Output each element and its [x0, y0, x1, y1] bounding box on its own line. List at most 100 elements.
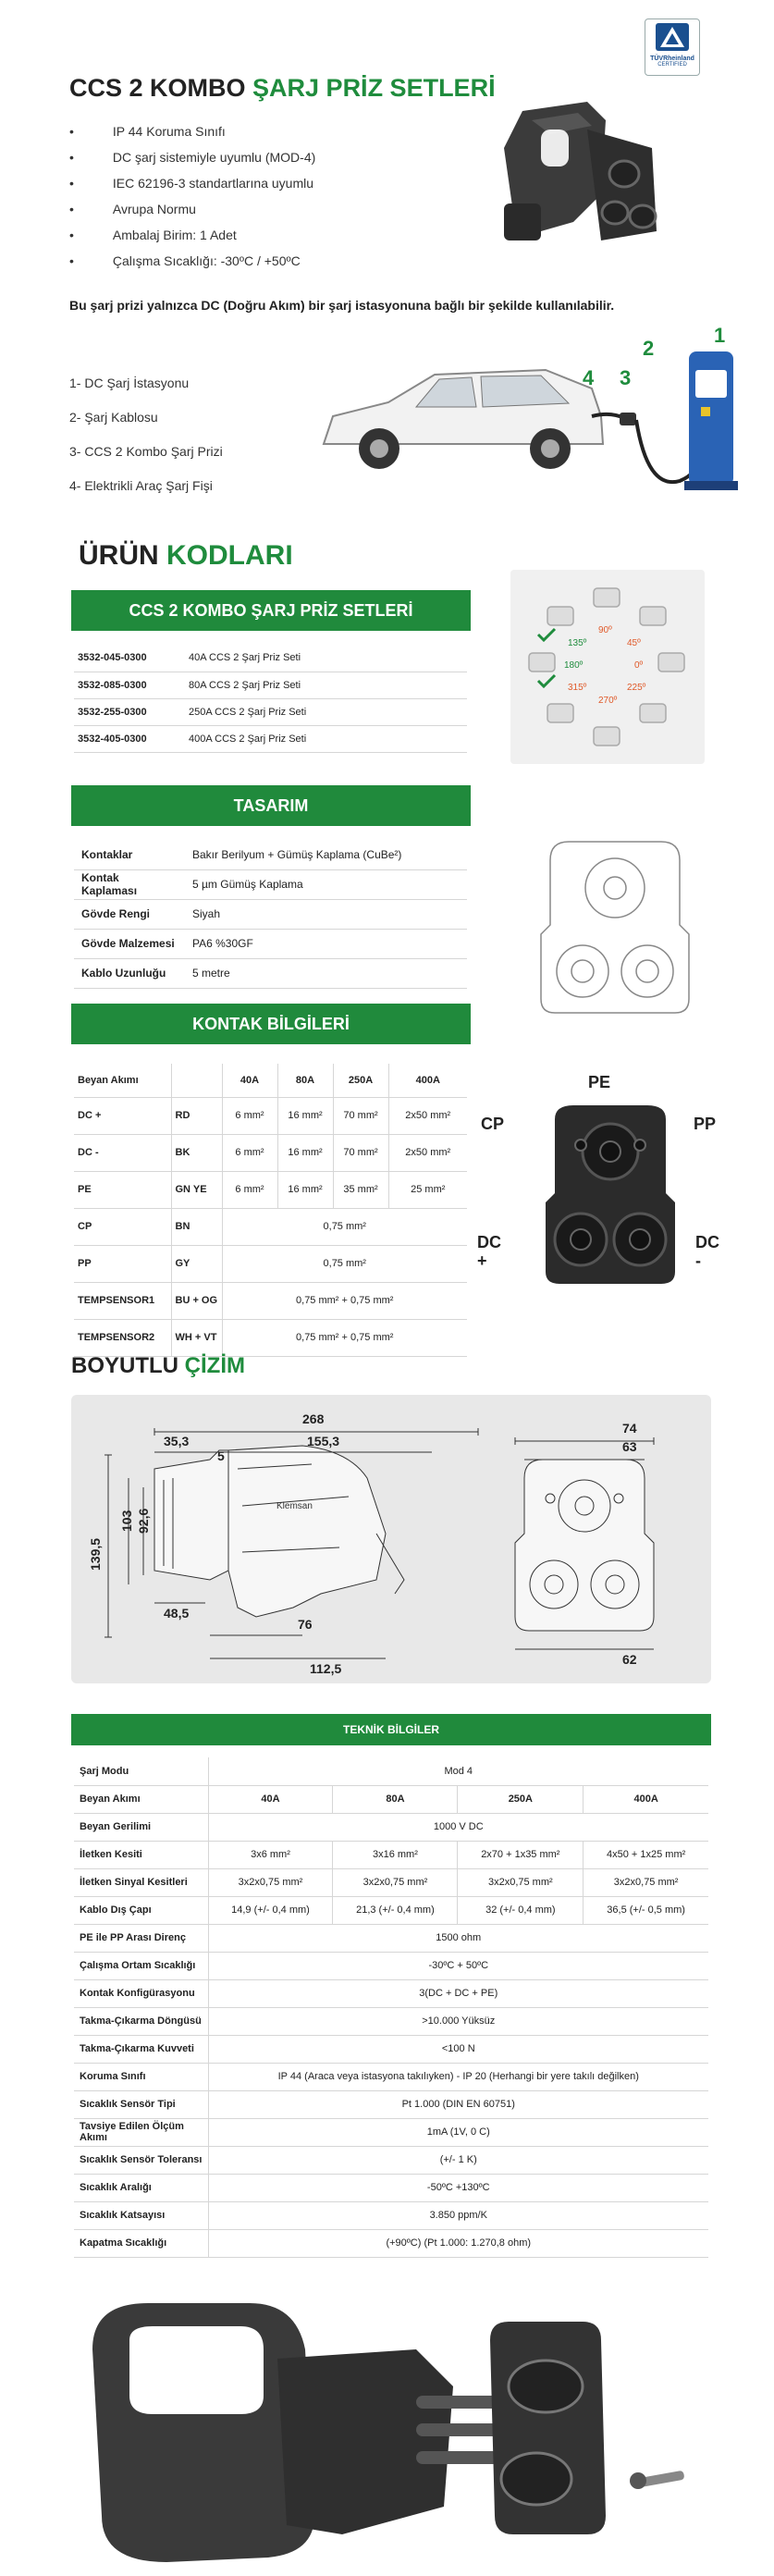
- dim-63: 63: [622, 1439, 637, 1454]
- tech-label: Beyan Gerilimi: [74, 1813, 209, 1842]
- tech-value: 1000 V DC: [208, 1813, 708, 1842]
- tech-value: 3.850 ppm/K: [208, 2201, 708, 2230]
- dim-5: 5: [217, 1448, 225, 1463]
- tech-value: 80A: [332, 1785, 459, 1814]
- brand-logo-text: Klemsan: [276, 1501, 313, 1511]
- tech-value: 3x2x0,75 mm²: [208, 1868, 334, 1897]
- feature-item: •Avrupa Normu: [69, 202, 196, 216]
- tuv-sub: CERTIFIED: [657, 62, 687, 68]
- tech-bar: TEKNİK BİLGİLER: [71, 1714, 711, 1745]
- tech-label: Kontak Konfigürasyonu: [74, 1979, 209, 2008]
- tech-value: -30ºC + 50ºC: [208, 1952, 708, 1980]
- tech-value: 21,3 (+/- 0,4 mm): [332, 1896, 459, 1925]
- angle-label: 180º: [564, 660, 584, 671]
- tech-value: 3x2x0,75 mm²: [583, 1868, 708, 1897]
- dim-74: 74: [622, 1421, 637, 1436]
- tech-value: 4x50 + 1x25 mm²: [583, 1841, 708, 1869]
- tech-label: Sıcaklık Katsayısı: [74, 2201, 209, 2230]
- tech-value: Mod 4: [208, 1757, 708, 1786]
- table-row: Kapatma Sıcaklığı(+90ºC) (Pt 1.000: 1.27…: [74, 2229, 708, 2258]
- dim-103: 103: [119, 1510, 134, 1532]
- dim-48-5: 48,5: [164, 1606, 190, 1621]
- design-bar: TASARIM: [71, 785, 471, 826]
- angle-diagram: 90º 135º 45º 180º 0º 315º 225º 270º: [510, 570, 705, 764]
- table-row: Beyan Akımı 40A 80A 250A 400A: [74, 1064, 467, 1098]
- legend-item: 4- Elektrikli Araç Şarj Fişi: [69, 478, 213, 493]
- pin-label-dc-plus: DC+: [477, 1233, 501, 1270]
- dim-268: 268: [302, 1411, 325, 1426]
- tech-value: 36,5 (+/- 0,5 mm): [583, 1896, 708, 1925]
- angle-label: 45º: [627, 638, 641, 648]
- tech-value: 3x2x0,75 mm²: [332, 1868, 459, 1897]
- tech-label: PE ile PP Arası Direnç: [74, 1924, 209, 1953]
- dim-92-6: 92,6: [136, 1508, 151, 1534]
- tuv-triangle-icon: [656, 23, 689, 51]
- codes-heading: ÜRÜN KODLARI: [79, 540, 293, 571]
- table-row: Çalışma Ortam Sıcaklığı-30ºC + 50ºC: [74, 1952, 708, 1980]
- tuv-logo: TÜVRheinland CERTIFIED: [645, 18, 700, 76]
- tech-value: 3(DC + DC + PE): [208, 1979, 708, 2008]
- legend-item: 2- Şarj Kablosu: [69, 410, 158, 425]
- angle-label: 225º: [627, 683, 646, 693]
- table-row: Sıcaklık Sensör Toleransı(+/- 1 K): [74, 2146, 708, 2175]
- tech-value: Pt 1.000 (DIN EN 60751): [208, 2090, 708, 2119]
- tuv-name: TÜVRheinland: [650, 55, 694, 62]
- connector-product-image: [504, 102, 657, 240]
- tech-label: Kapatma Sıcaklığı: [74, 2229, 209, 2258]
- title-part2: ŞARJ PRİZ SETLERİ: [252, 74, 496, 102]
- tech-value: -50ºC +130ºC: [208, 2174, 708, 2202]
- tech-value: 2x70 + 1x35 mm²: [457, 1841, 584, 1869]
- tech-label: Sıcaklık Sensör Toleransı: [74, 2146, 209, 2175]
- table-row: Sıcaklık Aralığı-50ºC +130ºC: [74, 2174, 708, 2202]
- dim-139-5: 139,5: [88, 1537, 103, 1571]
- tech-value: 1500 ohm: [208, 1924, 708, 1953]
- diagram-legend: 1- DC Şarj İstasyonu 2- Şarj Kablosu 3- …: [69, 366, 223, 503]
- num-3: 3: [620, 366, 631, 389]
- pin-label-pe: PE: [588, 1073, 611, 1091]
- page-title: CCS 2 KOMBO ŞARJ PRİZ SETLERİ: [69, 74, 496, 103]
- tech-label: İletken Kesiti: [74, 1841, 209, 1869]
- socket-outline-drawing: [540, 841, 690, 1014]
- tech-value: 3x2x0,75 mm²: [457, 1868, 584, 1897]
- tech-label: Tavsiye Edilen Ölçüm Akımı: [74, 2118, 209, 2147]
- tech-label: Çalışma Ortam Sıcaklığı: [74, 1952, 209, 1980]
- pin-label-cp: CP: [481, 1115, 505, 1133]
- dim-62: 62: [622, 1652, 637, 1667]
- tech-value: 250A: [457, 1785, 584, 1814]
- tech-value: 40A: [208, 1785, 334, 1814]
- dim-112-5: 112,5: [310, 1661, 342, 1676]
- tech-label: Takma-Çıkarma Döngüsü: [74, 2007, 209, 2036]
- angle-label: 0º: [634, 660, 644, 671]
- tech-label: Sıcaklık Sensör Tipi: [74, 2090, 209, 2119]
- tech-value: >10.000 Yüksüz: [208, 2007, 708, 2036]
- feature-item: •DC şarj sistemiyle uyumlu (MOD-4): [69, 150, 316, 165]
- tech-value: 3x6 mm²: [208, 1841, 334, 1869]
- pin-label-dc-minus: DC-: [695, 1233, 719, 1270]
- legend-item: 3- CCS 2 Kombo Şarj Prizi: [69, 444, 223, 459]
- dimension-drawing: 268 35,3 155,3 5 103 92,6 139,5 48,5 76 …: [71, 1395, 711, 1683]
- tech-value: (+/- 1 K): [208, 2146, 708, 2175]
- num-2: 2: [643, 337, 654, 360]
- charging-diagram: 1 2 3 4: [322, 324, 738, 490]
- dim-76: 76: [298, 1617, 313, 1632]
- tech-value: 32 (+/- 0,4 mm): [457, 1896, 584, 1925]
- num-4: 4: [583, 366, 595, 389]
